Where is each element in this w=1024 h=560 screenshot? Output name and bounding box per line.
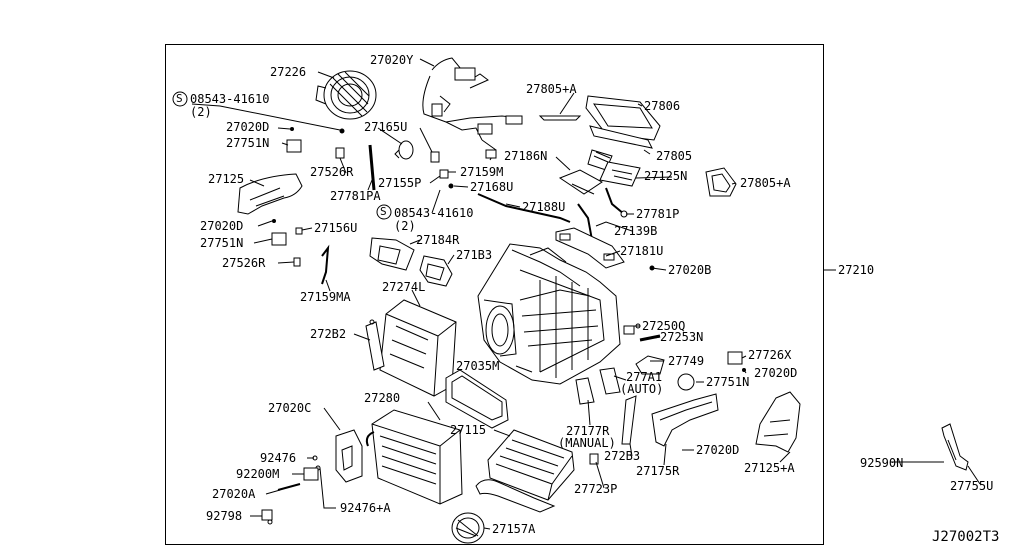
strip-272B2 (365, 319, 385, 371)
label-27274L: 27274L (382, 280, 426, 294)
label-27020D-a: 27020D (226, 120, 270, 134)
label-27020D-c: 27020D (754, 366, 798, 380)
label-272B2: 272B2 (310, 327, 347, 341)
blower-motor-27226 (315, 70, 377, 120)
hardware-left-bottom (261, 429, 363, 525)
vents-27184R-271B3 (369, 237, 453, 287)
label-27751N-a: 27751N (226, 136, 270, 150)
label-27175R: 27175R (636, 464, 680, 478)
label-bolt2-ref: 08543-41610 (394, 206, 474, 220)
rods-right (477, 187, 628, 241)
label-27020D-b: 27020D (200, 219, 244, 233)
label-27020D-d: 27020D (696, 443, 740, 457)
label-27157A: 27157A (492, 522, 536, 536)
label-27751N-b: 27751N (200, 236, 244, 250)
label-27184R: 27184R (416, 233, 460, 247)
label-27155P: 27155P (378, 176, 422, 190)
label-bolt1-ref: 08543-41610 (190, 92, 270, 106)
label-27020Y: 27020Y (370, 53, 414, 67)
label-27177R: 27177R (566, 424, 610, 438)
label-27526R-b: 27526R (222, 256, 266, 270)
label-27749: 27749 (668, 354, 705, 368)
label-27035M: 27035M (456, 359, 500, 373)
label-27805A-right: 27805+A (740, 176, 791, 190)
filter-ring-27805A (705, 167, 737, 197)
label-27755U: 27755U (950, 479, 994, 493)
label-27177R-note: (MANUAL) (558, 436, 616, 450)
label-27125N: 27125N (644, 169, 688, 183)
evaporator-27280 (365, 409, 463, 505)
label-27186N: 27186N (504, 149, 548, 163)
actuators-mid (394, 140, 454, 189)
duct-27125 (237, 173, 303, 215)
label-27726X: 27726X (748, 348, 792, 362)
label-27115: 27115 (450, 423, 487, 437)
bolt-symbols (172, 91, 392, 220)
label-92590N: 92590N (860, 456, 904, 470)
label-27723P: 27723P (574, 482, 618, 496)
label-bolt1-qty: (2) (190, 105, 212, 119)
label-27020B: 27020B (668, 263, 712, 277)
filters-top-right (538, 95, 661, 187)
label-92200M: 92200M (236, 467, 280, 481)
heater-core-27115 (475, 429, 575, 513)
label-27188U: 27188U (522, 200, 566, 214)
label-27226: 27226 (270, 65, 307, 79)
small-parts-left (271, 127, 376, 285)
label-27781PA: 27781PA (330, 189, 381, 203)
label-27020A: 27020A (212, 487, 256, 501)
heater-unit-27210 (477, 243, 621, 385)
label-27168U: 27168U (470, 180, 514, 194)
door-27186N (558, 169, 603, 195)
label-27751N-c: 27751N (706, 375, 750, 389)
label-27280: 27280 (364, 391, 401, 405)
duct-27175R (651, 393, 719, 447)
hose-92590N (941, 423, 969, 471)
label-27156U: 27156U (314, 221, 358, 235)
label-27165U: 27165U (364, 120, 408, 134)
label-92798: 92798 (206, 509, 243, 523)
label-277A1: 277A1 (626, 370, 663, 384)
filter-27274L (379, 299, 457, 397)
label-27250Q: 27250Q (642, 319, 686, 333)
label-27020C: 27020C (268, 401, 312, 415)
part-27723P (589, 453, 599, 465)
diagram-code: J27002T3 (932, 529, 1000, 545)
label-92476: 92476 (260, 451, 297, 465)
label-27210: 27210 (838, 263, 875, 277)
label-27526R-a: 27526R (310, 165, 354, 179)
fan-27157A (451, 512, 485, 544)
label-27806: 27806 (644, 99, 681, 113)
label-27181U: 27181U (620, 244, 664, 258)
label-27781P: 27781P (636, 207, 680, 221)
lever-27181U (555, 227, 655, 271)
label-272B3: 272B3 (604, 449, 641, 463)
leader-lines (191, 58, 981, 530)
label-27125: 27125 (208, 172, 245, 186)
bolt-symbol-2: S (380, 205, 387, 218)
label-27159M: 27159M (460, 165, 504, 179)
label-277A1-note: (AUTO) (620, 382, 664, 396)
label-92476A: 92476+A (340, 501, 391, 515)
label-27253N: 27253N (660, 330, 704, 344)
label-271B3: 271B3 (456, 248, 493, 262)
bolt-symbol-1: S (176, 92, 183, 105)
wire-harness-27020Y (422, 57, 523, 161)
seal-27035M (445, 369, 509, 429)
duct-27125A (755, 391, 801, 453)
label-27139B: 27139B (614, 224, 658, 238)
label-bolt2-qty: (2) (394, 219, 416, 233)
assembly-frame (165, 44, 824, 545)
label-27125A: 27125+A (744, 461, 795, 475)
label-27805: 27805 (656, 149, 693, 163)
label-27805A-top: 27805+A (526, 82, 577, 96)
label-27159MA: 27159MA (300, 290, 351, 304)
